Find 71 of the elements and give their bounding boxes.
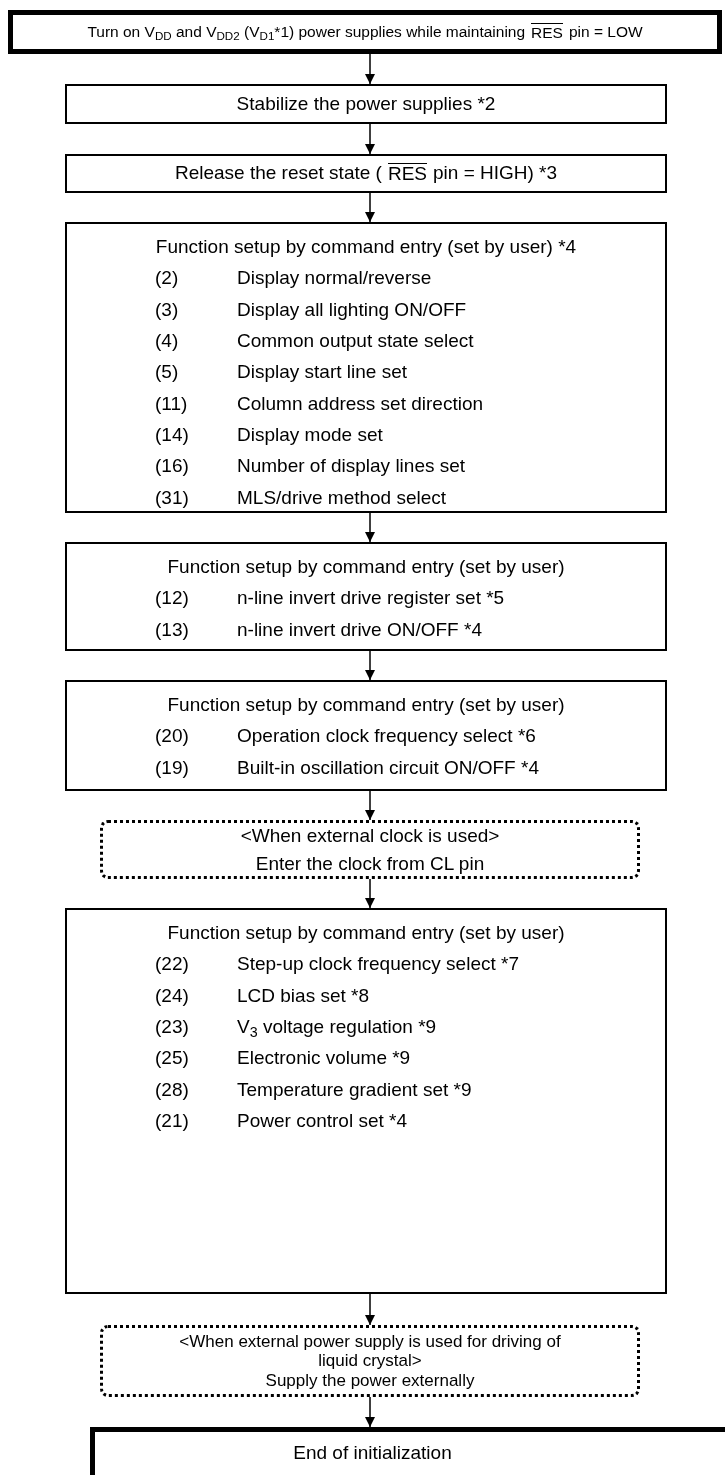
- command-number: (23): [155, 1015, 190, 1040]
- flow-arrow: [365, 1396, 375, 1428]
- process-box: [65, 542, 667, 651]
- command-name: Number of display lines set: [237, 454, 467, 479]
- flow-arrow: [365, 53, 375, 85]
- command-number: (24): [155, 983, 190, 1008]
- command-number: (11): [155, 391, 189, 416]
- command-number: (5): [155, 360, 180, 385]
- command-number: (2): [155, 266, 180, 291]
- command-number: (25): [155, 1046, 190, 1071]
- command-number: (14): [155, 423, 190, 448]
- flow-arrow: [365, 123, 375, 155]
- command-number: (31): [155, 485, 190, 510]
- step-text: Release the reset state (: [174, 161, 382, 186]
- step-text: Enter the clock from CL pin: [255, 851, 485, 876]
- flow-arrow: [365, 650, 375, 681]
- command-name: n-line invert drive register set *5: [237, 586, 506, 611]
- command-name: Display start line set: [237, 360, 408, 385]
- flow-arrow: [365, 192, 375, 223]
- process-box: [65, 222, 667, 513]
- command-name: MLS/drive method select: [237, 485, 448, 510]
- condition-text: <When external power supply is used for driving of liquid crystal>: [178, 1331, 562, 1371]
- step-heading: Function setup by command entry (set by user) *4: [154, 235, 578, 259]
- step-heading: Function setup by command entry (set by user): [166, 693, 566, 717]
- optional-step-box: [100, 1325, 640, 1397]
- step-text: pin = HIGH) *3: [433, 161, 558, 186]
- step-text: End of initialization: [293, 1441, 452, 1466]
- command-name: Column address set direction: [237, 391, 485, 416]
- command-number: (20): [155, 724, 190, 749]
- command-name: Temperature gradient set *9: [237, 1077, 473, 1102]
- command-number: (19): [155, 755, 190, 780]
- command-number: (3): [155, 297, 180, 322]
- flow-arrow: [365, 790, 375, 821]
- command-number: (13): [155, 617, 190, 642]
- step-text: Stabilize the power supplies *2: [236, 91, 496, 116]
- flow-arrow: [365, 1293, 375, 1326]
- command-name: V$_{3}$ voltage regulation *9: [237, 1015, 438, 1042]
- command-name: Display all lighting ON/OFF: [237, 297, 468, 322]
- terminal-box: [90, 1427, 725, 1475]
- command-name: Operation clock frequency select *6: [237, 724, 537, 749]
- step-text: Turn on V$_{DD}$ and V$_{DD2}$ (V$_{D1}$*1) power supplies while maintaining: [87, 22, 526, 44]
- process-box: [65, 908, 667, 1294]
- command-number: (28): [155, 1077, 190, 1102]
- command-name: Display mode set: [237, 423, 384, 448]
- command-name: n-line invert drive ON/OFF *4: [237, 617, 483, 642]
- process-box: [65, 154, 667, 193]
- start-box: [8, 10, 722, 54]
- step-text: Supply the power externally: [265, 1370, 475, 1391]
- command-name: Step-up clock frequency select *7: [237, 952, 520, 977]
- command-number: (4): [155, 329, 180, 354]
- step-heading: Function setup by command entry (set by user): [166, 555, 566, 579]
- command-name: Built-in oscillation circuit ON/OFF *4: [237, 755, 540, 780]
- command-name: Display normal/reverse: [237, 266, 433, 291]
- process-box: [65, 680, 667, 791]
- command-name: Electronic volume *9: [237, 1046, 412, 1071]
- flow-arrow: [365, 512, 375, 543]
- command-name: LCD bias set *8: [237, 983, 370, 1008]
- command-number: (16): [155, 454, 190, 479]
- command-number: (12): [155, 586, 190, 611]
- step-text: pin = LOW: [568, 22, 643, 43]
- pin-name: RES: [531, 22, 563, 41]
- command-number: (21): [155, 1109, 190, 1134]
- pin-name: RES: [387, 162, 427, 185]
- command-number: (22): [155, 952, 190, 977]
- condition-text: <When external clock is used>: [240, 823, 500, 848]
- command-name: Common output state select: [237, 329, 475, 354]
- command-name: Power control set *4: [237, 1109, 409, 1134]
- optional-step-box: [100, 820, 640, 879]
- step-heading: Function setup by command entry (set by user): [166, 921, 566, 945]
- process-box: [65, 84, 667, 124]
- flow-arrow: [365, 878, 375, 909]
